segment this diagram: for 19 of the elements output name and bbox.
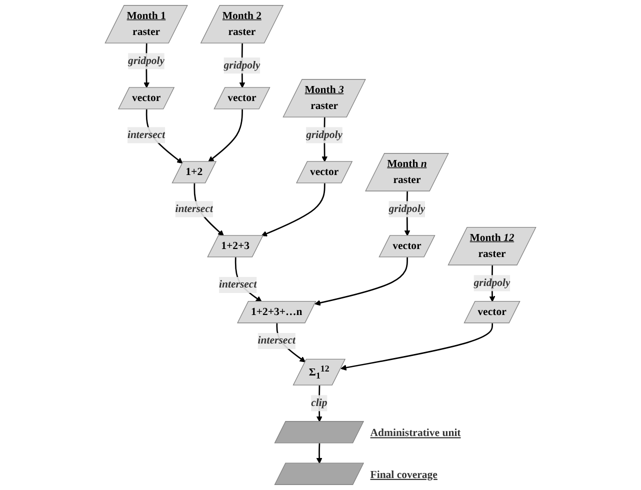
- node-caption: Final coverage: [370, 468, 438, 481]
- edge-label: gridpoly: [474, 277, 510, 289]
- edge-label: gridpoly: [224, 60, 260, 71]
- arrow: [208, 109, 243, 162]
- edge-label: gridpoly: [128, 55, 165, 67]
- edge-label: intersect: [175, 203, 213, 215]
- node-parallelogram: [274, 421, 364, 444]
- arrow: [316, 443, 322, 464]
- arrow: [261, 183, 326, 236]
- edge-label: gridpoly: [306, 129, 343, 141]
- edge-label: intersect: [127, 129, 166, 141]
- arrow: [314, 257, 408, 306]
- node-caption: Administrative unit: [370, 427, 461, 440]
- arrow: [340, 323, 494, 371]
- node-parallelogram: [274, 462, 364, 485]
- edge-label: intersect: [258, 334, 296, 346]
- edge-label: intersect: [219, 278, 257, 290]
- edge-label: clip: [311, 397, 328, 409]
- edge-label: gridpoly: [388, 203, 426, 215]
